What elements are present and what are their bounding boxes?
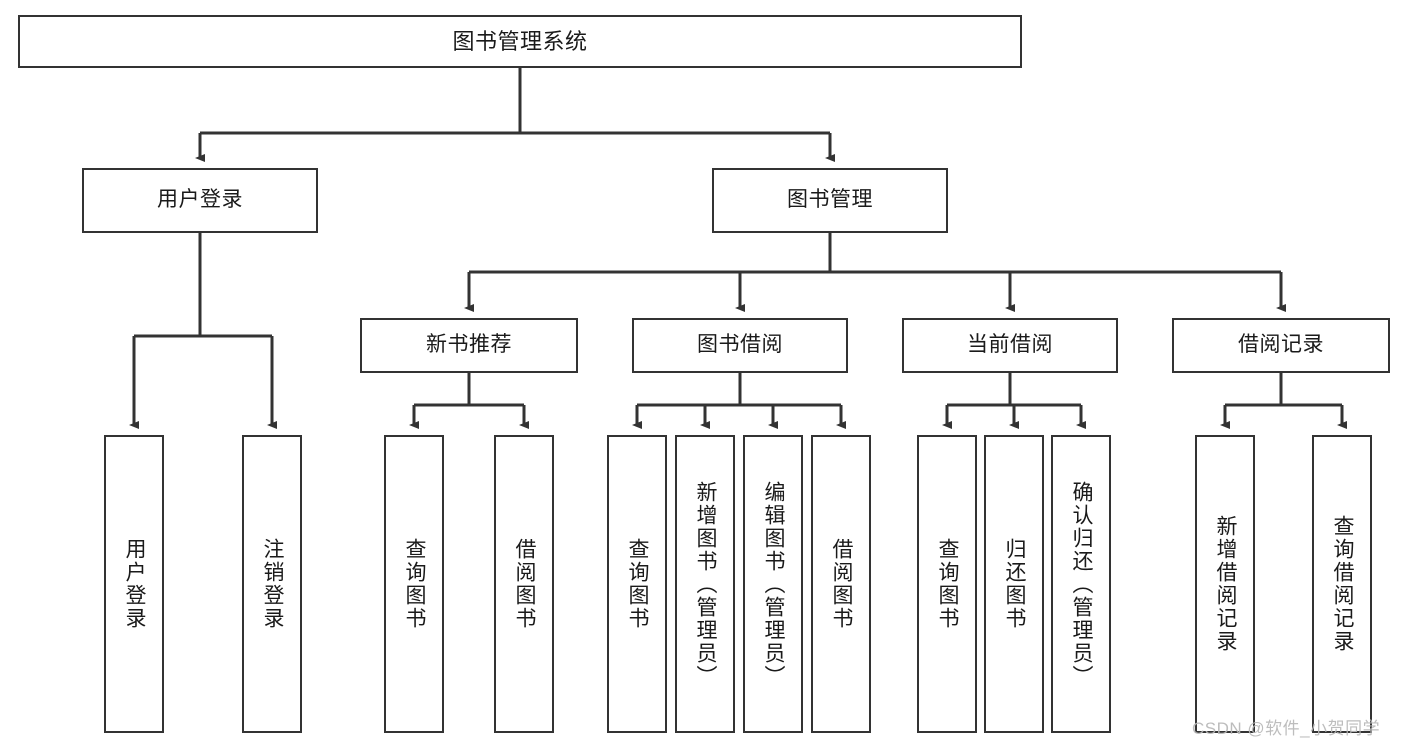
node-label: 归还图书 xyxy=(1003,538,1027,630)
node-book-management[interactable]: 图书管理 xyxy=(712,168,948,233)
node-label: 注销登录 xyxy=(261,538,285,630)
node-book-borrow[interactable]: 图书借阅 xyxy=(632,318,848,373)
node-label: 图书管理 xyxy=(787,188,873,212)
leaf-add-book-admin[interactable]: 新增图书（管理员） xyxy=(675,435,735,733)
node-label: 新增借阅记录 xyxy=(1214,515,1238,653)
node-label: 编辑图书（管理员） xyxy=(762,480,786,688)
node-label: 查询图书 xyxy=(936,538,960,630)
node-label: 确认归还（管理员） xyxy=(1070,480,1094,688)
node-label: 新书推荐 xyxy=(426,333,512,357)
leaf-query-book-borrow[interactable]: 查询图书 xyxy=(607,435,667,733)
leaf-logout[interactable]: 注销登录 xyxy=(242,435,302,733)
leaf-query-borrow-record[interactable]: 查询借阅记录 xyxy=(1312,435,1372,733)
node-borrow-records[interactable]: 借阅记录 xyxy=(1172,318,1390,373)
node-user-login[interactable]: 用户登录 xyxy=(82,168,318,233)
leaf-edit-book-admin[interactable]: 编辑图书（管理员） xyxy=(743,435,803,733)
node-label: 查询图书 xyxy=(403,538,427,630)
node-current-borrow[interactable]: 当前借阅 xyxy=(902,318,1118,373)
node-root-book-management-system[interactable]: 图书管理系统 xyxy=(18,15,1022,68)
leaf-query-book-current[interactable]: 查询图书 xyxy=(917,435,977,733)
leaf-borrow-book-recommend[interactable]: 借阅图书 xyxy=(494,435,554,733)
leaf-borrow-book[interactable]: 借阅图书 xyxy=(811,435,871,733)
leaf-user-login[interactable]: 用户登录 xyxy=(104,435,164,733)
node-label: 图书借阅 xyxy=(697,333,783,357)
node-label: 查询图书 xyxy=(626,538,650,630)
node-label: 查询借阅记录 xyxy=(1331,515,1355,653)
node-new-book-recommend[interactable]: 新书推荐 xyxy=(360,318,578,373)
node-label: 借阅图书 xyxy=(830,538,854,630)
leaf-add-borrow-record[interactable]: 新增借阅记录 xyxy=(1195,435,1255,733)
csdn-watermark: CSDN @软件_小贺同学 xyxy=(1192,719,1381,738)
node-label: 用户登录 xyxy=(123,538,147,630)
node-label: 当前借阅 xyxy=(967,333,1053,357)
node-label: 新增图书（管理员） xyxy=(694,480,718,688)
leaf-return-book[interactable]: 归还图书 xyxy=(984,435,1044,733)
node-label: 用户登录 xyxy=(157,188,243,212)
node-label: 借阅记录 xyxy=(1238,333,1324,357)
node-label: 图书管理系统 xyxy=(452,28,588,54)
node-label: 借阅图书 xyxy=(513,538,537,630)
leaf-query-book-recommend[interactable]: 查询图书 xyxy=(384,435,444,733)
leaf-confirm-return-admin[interactable]: 确认归还（管理员） xyxy=(1051,435,1111,733)
